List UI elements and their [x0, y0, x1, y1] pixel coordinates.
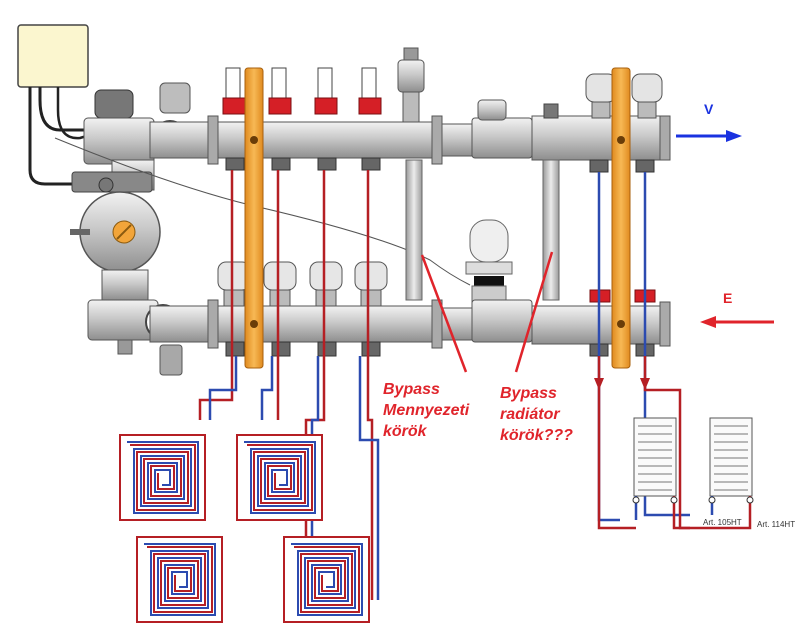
- supply-label: V: [704, 101, 714, 117]
- annotation-line: radiátor: [500, 406, 560, 423]
- annotation-bypass-radiator: Bypass radiátor körök???: [500, 383, 573, 446]
- annotation-bypass-ceiling: Bypass Mennyezeti körök: [383, 379, 469, 442]
- towel-radiator: [632, 417, 754, 530]
- circulation-pump-icon: [70, 171, 161, 273]
- lower-valve-icon: [87, 269, 183, 376]
- annotation-line: körök: [383, 423, 427, 440]
- supply-manifold: [149, 99, 671, 165]
- flow-meter-icon: [222, 67, 382, 115]
- annotation-line: Bypass: [383, 381, 440, 398]
- floor-heating-loops: [119, 434, 370, 623]
- flow-direction-arrows: [594, 378, 650, 390]
- circuit-valve-heads: [217, 261, 388, 307]
- control-box-icon: [17, 24, 101, 186]
- air-vent-icon: [397, 47, 559, 123]
- outlet-fittings: [225, 157, 655, 357]
- return-label: E: [723, 290, 733, 306]
- annotation-pointer-lines: [420, 251, 554, 373]
- thermostatic-sensor-icon: [465, 219, 513, 305]
- radiator-2-label: Art. 114HT: [757, 520, 796, 529]
- annotation-line: körök???: [500, 427, 573, 444]
- thermostatic-head-icon: [585, 73, 663, 119]
- actuator-icon: [94, 82, 191, 119]
- annotation-line: Mennyezeti: [383, 402, 470, 419]
- mounting-bracket: [244, 67, 631, 369]
- annotation-line: Bypass: [500, 385, 557, 402]
- supply-arrow-icon: [676, 130, 742, 142]
- return-arrow-icon: [700, 316, 774, 328]
- radiator-1-label: Art. 105HT: [703, 518, 742, 527]
- return-manifold: [149, 289, 671, 349]
